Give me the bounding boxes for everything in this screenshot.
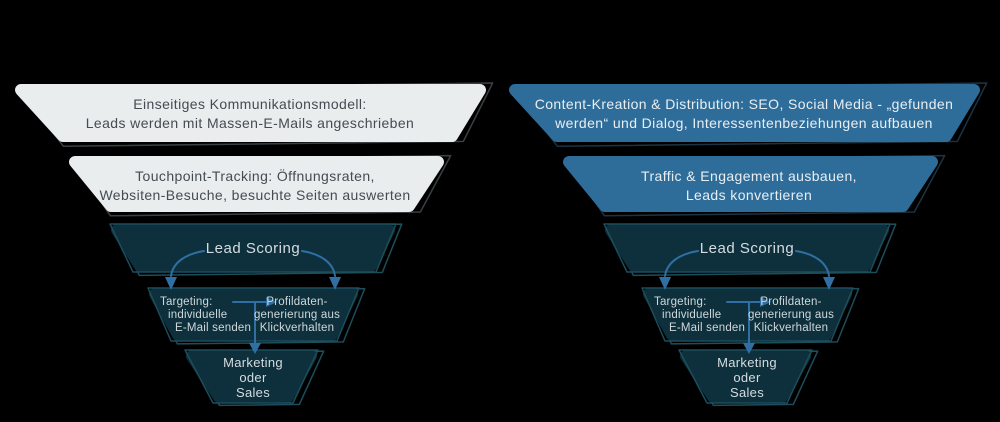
left-level2-shape: [69, 156, 444, 212]
left-profildaten-line3: Klickverhalten: [259, 322, 335, 334]
left-level5-line3: Sales: [235, 385, 271, 400]
right-targeting-line3: E-Mail senden: [669, 322, 746, 334]
right-level5-line3: Sales: [729, 385, 765, 400]
right-funnel: [509, 82, 988, 406]
left-lead-scoring-text: Lead Scoring: [205, 240, 301, 257]
right-level3-label: Lead Scoring: [611, 241, 883, 257]
right-level2-line1: Traffic & Engagement ausbauen,: [641, 168, 857, 184]
left-level1-line1: Einseitiges Kommunikationsmodell:: [133, 96, 367, 112]
right-level2-label: Traffic & Engagement ausbauen, Leads kon…: [569, 167, 929, 205]
left-targeting-label: Targeting: individuelle E-Mail senden: [160, 296, 251, 335]
left-profildaten-line2: generierung aus: [253, 309, 341, 321]
right-level1-label: Content-Kreation & Distribution: SEO, So…: [519, 95, 969, 133]
left-profildaten-line1: Profildaten-: [266, 296, 328, 308]
right-level5-line2: oder: [733, 370, 761, 385]
left-level5-label: Marketing oder Sales: [196, 355, 310, 400]
right-level1-line1: Content-Kreation & Distribution: SEO, So…: [534, 96, 954, 112]
right-level1-line2: werden“ und Dialog, Interessentenbeziehu…: [555, 115, 933, 131]
left-targeting-line2: individuelle: [168, 309, 228, 321]
left-targeting-line3: E-Mail senden: [175, 322, 252, 334]
left-level2-line2: Websiten-Besuche, besuchte Seiten auswer…: [99, 187, 411, 203]
left-level1-label: Einseitiges Kommunikationsmodell: Leads …: [25, 95, 475, 133]
left-level2-label: Touchpoint-Tracking: Öffnungsraten, Webs…: [75, 167, 435, 205]
left-level1-shape: [15, 84, 486, 142]
right-level1-shape: [509, 84, 980, 142]
left-level3-label: Lead Scoring: [117, 241, 389, 257]
right-targeting-line1: Targeting:: [654, 296, 707, 308]
right-targeting-label: Targeting: individuelle E-Mail senden: [654, 296, 745, 335]
right-level2-shape: [563, 156, 938, 212]
right-profildaten-line3: Klickverhalten: [753, 322, 829, 334]
left-profildaten-label: Profildaten- generierung aus Klickverhal…: [251, 296, 343, 335]
left-targeting-line1: Targeting:: [160, 296, 213, 308]
right-profildaten-label: Profildaten- generierung aus Klickverhal…: [745, 296, 837, 335]
right-level5-label: Marketing oder Sales: [690, 355, 804, 400]
right-targeting-line2: individuelle: [662, 309, 722, 321]
left-level5-line1: Marketing: [223, 355, 283, 370]
right-profildaten-line2: generierung aus: [747, 309, 835, 321]
right-level5-line1: Marketing: [717, 355, 777, 370]
right-level2-line2: Leads konvertieren: [685, 187, 813, 203]
right-profildaten-line1: Profildaten-: [760, 296, 822, 308]
left-level5-line2: oder: [239, 370, 267, 385]
left-level1-line2: Leads werden mit Massen-E-Mails angeschr…: [85, 115, 415, 131]
right-lead-scoring-text: Lead Scoring: [699, 240, 795, 257]
left-funnel: [15, 82, 494, 406]
left-level2-line1: Touchpoint-Tracking: Öffnungsraten,: [135, 168, 375, 184]
